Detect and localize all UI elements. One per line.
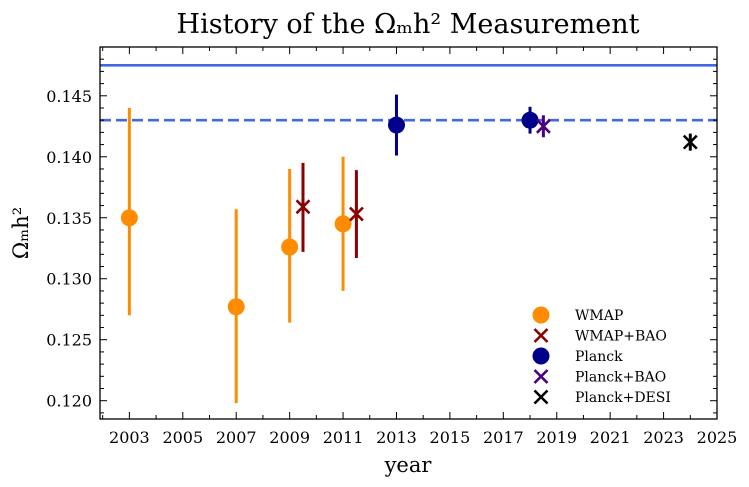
x-tick-label: 2019 — [536, 428, 577, 447]
y-tick-label: 0.130 — [46, 270, 92, 289]
data-point — [281, 238, 299, 256]
x-tick-label: 2015 — [430, 428, 471, 447]
legend-marker-x-stroke-b — [533, 328, 549, 343]
legend-marker — [532, 347, 550, 365]
x-tick-label: 2005 — [162, 428, 203, 447]
series-planck-desi — [682, 133, 698, 151]
y-tick-label: 0.120 — [46, 392, 92, 411]
plot-frame — [99, 46, 718, 420]
legend-entry: WMAP+BAO — [533, 328, 667, 345]
data-point — [227, 298, 245, 316]
x-tick-label: 2013 — [376, 428, 417, 447]
data-point — [120, 209, 138, 227]
x-axis-label: year — [384, 453, 433, 477]
y-tick-label: 0.125 — [46, 331, 92, 350]
series-wmap-bao — [295, 162, 364, 259]
data-point-x-stroke-b — [682, 134, 698, 150]
data-point-x-stroke-b — [295, 199, 311, 215]
series-planck — [387, 94, 539, 156]
legend-entry: Planck — [532, 347, 623, 365]
x-tick-label: 2023 — [643, 428, 684, 447]
x-tick-label: 2007 — [216, 428, 257, 447]
legend-label: Planck+DESI — [575, 390, 671, 406]
y-tick-label: 0.140 — [46, 148, 92, 167]
series-planck-bao — [535, 115, 551, 138]
legend-marker-x-stroke-b — [533, 389, 549, 405]
chart-title: History of the Ωₘh² Measurement — [177, 9, 640, 40]
x-tick-label: 2025 — [697, 428, 738, 447]
data-point — [521, 111, 539, 129]
data-point — [387, 116, 405, 134]
y-tick-label: 0.145 — [46, 87, 92, 106]
legend-marker — [532, 306, 550, 324]
legend-label: Planck+BAO — [575, 370, 666, 386]
series-wmap — [120, 107, 352, 404]
data-point — [334, 215, 352, 233]
axis-layer: 2003 2005 2007 2009 2011 2013 2015 2017 2019 2021… — [46, 46, 738, 447]
legend-marker-x-stroke-b — [533, 369, 549, 384]
x-tick-label: 2011 — [323, 428, 364, 447]
x-tick-label: 2003 — [109, 428, 150, 447]
y-tick-label: 0.135 — [46, 209, 92, 228]
legend-label: WMAP — [575, 308, 623, 324]
legend-entry: Planck+DESI — [533, 389, 671, 406]
x-tick-label: 2009 — [269, 428, 310, 447]
data-point-x-stroke-b — [348, 206, 364, 222]
legend-label: WMAP+BAO — [575, 329, 667, 345]
legend-entry: Planck+BAO — [533, 369, 666, 386]
legend-label: Planck — [575, 349, 623, 365]
x-tick-label: 2021 — [590, 428, 631, 447]
x-tick-label: 2017 — [483, 428, 524, 447]
legend-entry: WMAP — [532, 306, 623, 324]
plot-layer — [100, 63, 717, 404]
data-point-x-stroke-b — [535, 118, 551, 134]
y-axis-label: Ωₘh² — [9, 207, 33, 259]
